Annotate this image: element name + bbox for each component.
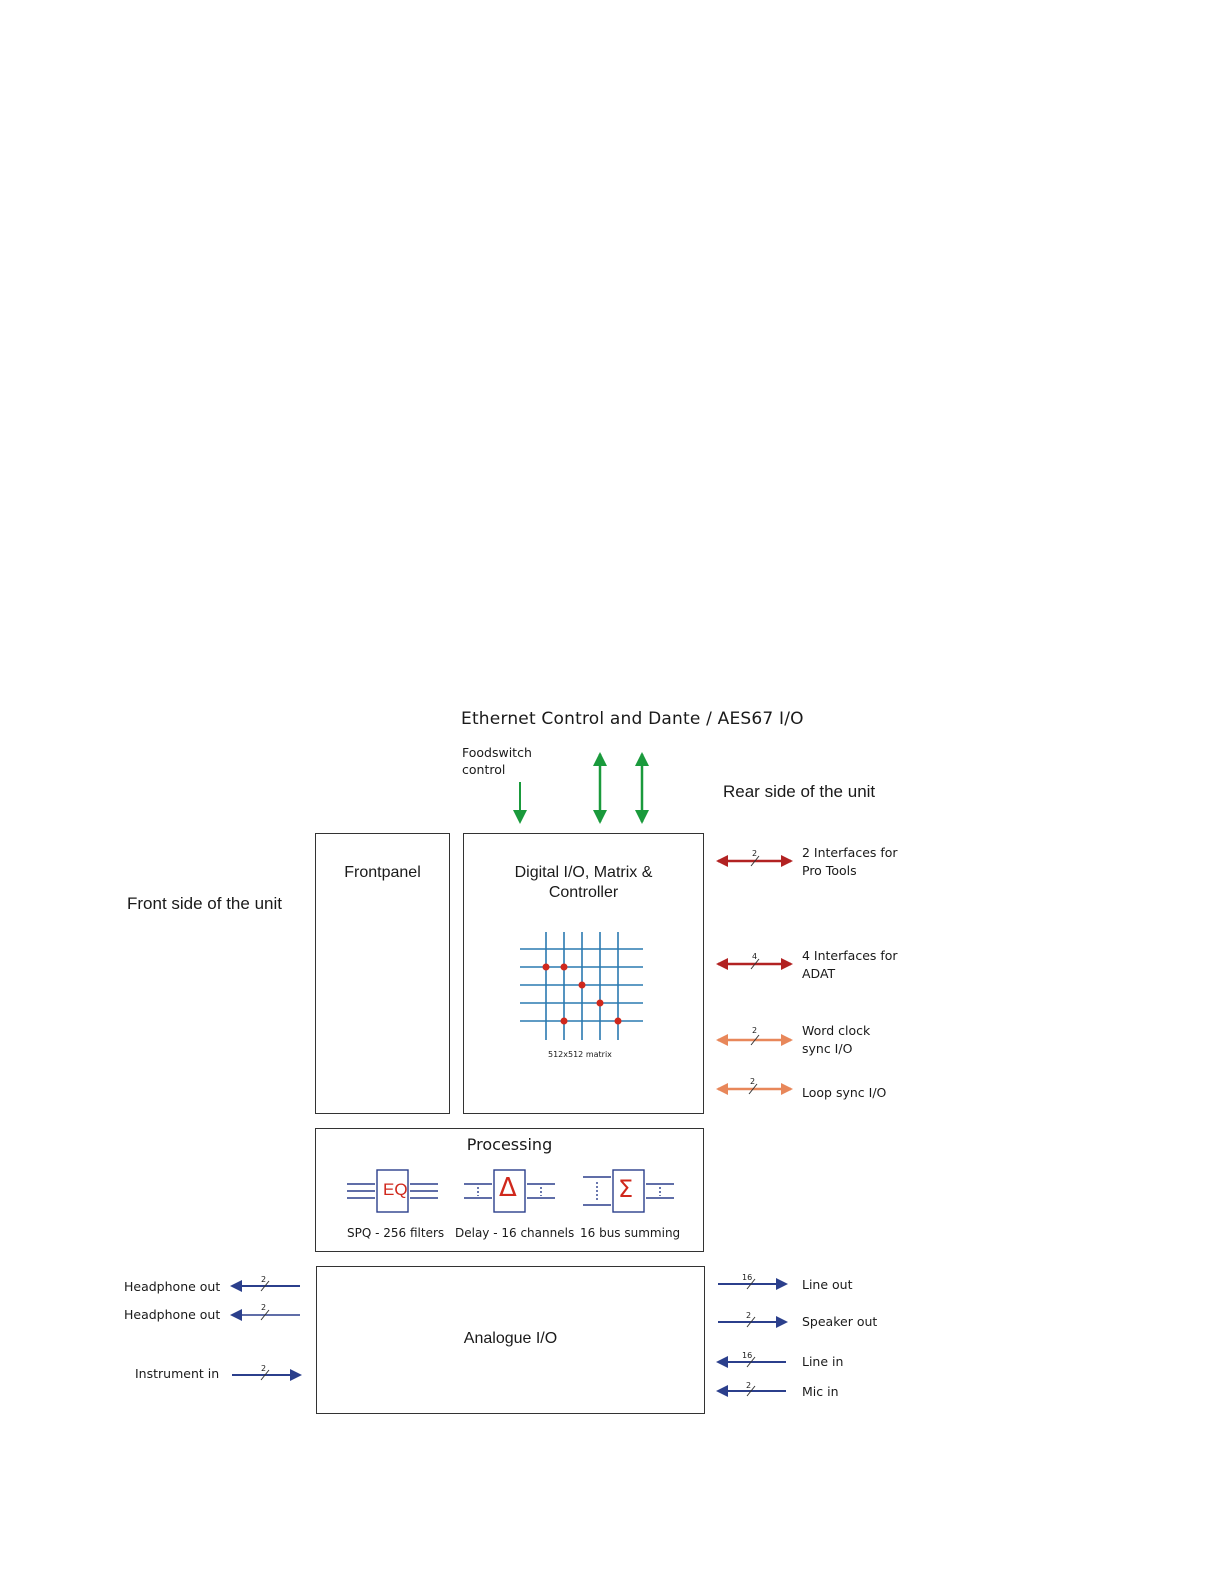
- delay-icon: [464, 1169, 555, 1213]
- summing-icon: [583, 1169, 674, 1213]
- eq-symbol: EQ: [383, 1180, 408, 1199]
- headphone-out-1-count: 2: [261, 1275, 267, 1284]
- line-in-count: 16: [742, 1351, 753, 1360]
- wordclock-arrow: [716, 1034, 793, 1046]
- digital-io-title-line1: Digital I/O, Matrix &: [514, 864, 653, 881]
- speaker-out-label: Speaker out: [802, 1314, 878, 1329]
- loopsync-count: 2: [750, 1077, 756, 1086]
- line-out-label: Line out: [802, 1277, 853, 1292]
- wordclock-label-line1: Word clock: [802, 1023, 871, 1038]
- speaker-out-arrow: [718, 1316, 788, 1328]
- line-out-count: 16: [742, 1273, 753, 1282]
- protools-label-line2: Pro Tools: [802, 863, 857, 878]
- footswitch-label-line1: Foodswitch: [462, 745, 532, 760]
- delay-caption: Delay - 16 channels: [455, 1226, 575, 1240]
- instrument-in-label: Instrument in: [135, 1366, 220, 1381]
- wordclock-label-line2: sync I/O: [802, 1041, 853, 1056]
- digital-io-block: Digital I/O, Matrix & Controller 512x512…: [463, 833, 704, 1114]
- line-out-arrow: [718, 1278, 788, 1290]
- analogue-io-title: Analogue I/O: [463, 1330, 558, 1347]
- wordclock-count: 2: [752, 1026, 758, 1035]
- loopsync-arrow: [716, 1083, 793, 1095]
- matrix-crosspoints: [542, 963, 622, 1025]
- protools-count: 2: [752, 849, 758, 858]
- processing-title: Processing: [466, 1135, 553, 1154]
- frontpanel-title: Frontpanel: [344, 864, 421, 881]
- loopsync-label: Loop sync I/O: [802, 1085, 887, 1100]
- delta-symbol: Δ: [499, 1173, 517, 1203]
- headphone-out-1-label: Headphone out: [124, 1279, 221, 1294]
- headphone-out-1-arrow: [230, 1280, 300, 1292]
- eq-filter-icon: [347, 1169, 438, 1213]
- rear-side-label: Rear side of the unit: [723, 782, 876, 801]
- line-in-arrow: [716, 1356, 786, 1368]
- headphone-out-2-arrow: [230, 1309, 300, 1321]
- sigma-symbol: Σ: [618, 1175, 634, 1203]
- page-title: Ethernet Control and Dante / AES67 I/O: [461, 709, 804, 729]
- headphone-out-2-count: 2: [261, 1303, 267, 1312]
- mic-in-label: Mic in: [802, 1384, 839, 1399]
- front-side-label: Front side of the unit: [127, 894, 282, 913]
- headphone-out-2-label: Headphone out: [124, 1307, 221, 1322]
- adat-count: 4: [752, 952, 758, 961]
- line-in-label: Line in: [802, 1354, 844, 1369]
- mic-in-arrow: [716, 1385, 786, 1397]
- adat-label-line1: 4 Interfaces for: [802, 948, 898, 963]
- digital-io-title-line2: Controller: [548, 884, 619, 901]
- analogue-io-block: Analogue I/O: [316, 1266, 705, 1414]
- frontpanel-block: Frontpanel: [315, 833, 450, 1114]
- protools-arrow: [716, 855, 793, 867]
- matrix-caption: 512x512 matrix: [548, 1050, 612, 1059]
- footswitch-label-line2: control: [462, 762, 506, 777]
- summing-caption: 16 bus summing: [580, 1226, 681, 1240]
- protools-label-line1: 2 Interfaces for: [802, 845, 898, 860]
- instrument-in-count: 2: [261, 1364, 267, 1373]
- adat-arrow: [716, 958, 793, 970]
- processing-block: Processing: [315, 1128, 704, 1252]
- instrument-in-arrow: [232, 1369, 302, 1381]
- adat-label-line2: ADAT: [802, 966, 836, 981]
- eq-caption: SPQ - 256 filters: [347, 1226, 445, 1240]
- mic-in-count: 2: [746, 1381, 752, 1390]
- speaker-out-count: 2: [746, 1311, 752, 1320]
